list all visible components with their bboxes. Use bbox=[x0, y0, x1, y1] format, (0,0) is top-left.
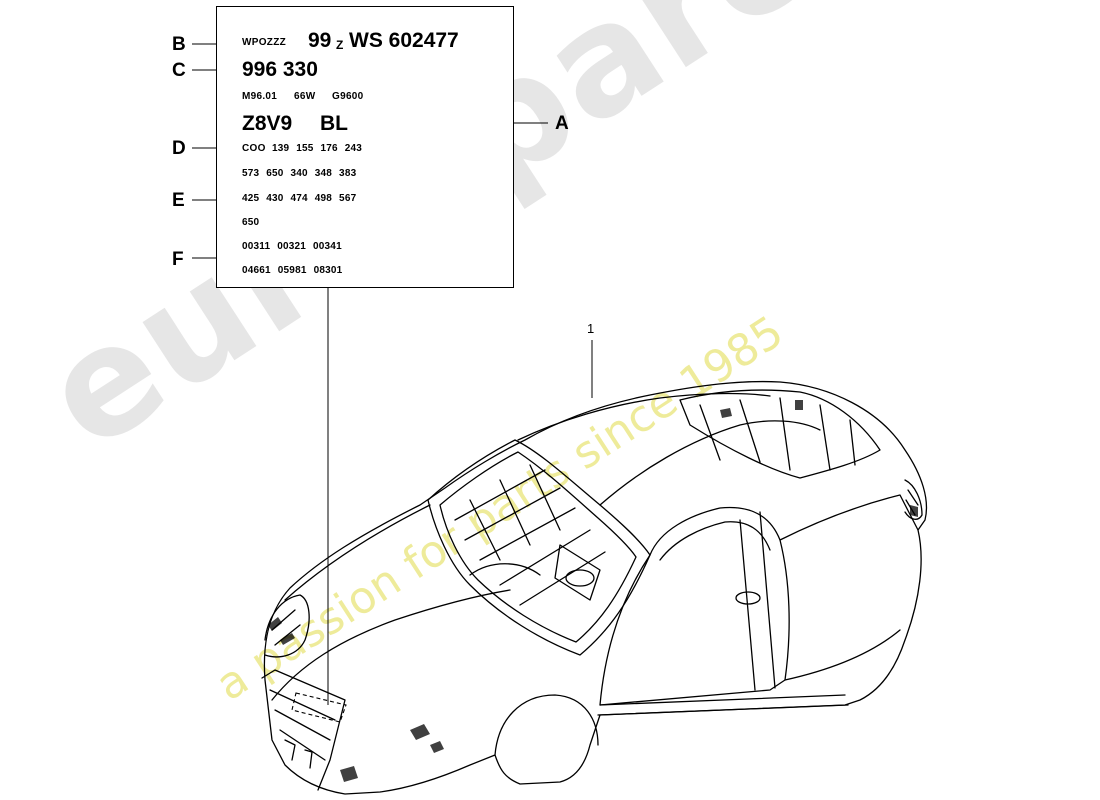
windshield-frame bbox=[427, 439, 651, 656]
gear-code: 66W bbox=[294, 91, 316, 102]
roof-line bbox=[517, 392, 771, 441]
body-outline bbox=[263, 380, 928, 795]
callout-e: E bbox=[172, 190, 185, 211]
engine-code: M96.01 bbox=[242, 91, 278, 102]
options-row-3: 425 430 474 498 567 bbox=[242, 193, 357, 204]
transmission-code: G9600 bbox=[332, 91, 364, 102]
callout-a: A bbox=[555, 113, 569, 134]
door-opening bbox=[599, 506, 790, 706]
vehicle-id-label bbox=[216, 6, 514, 288]
options-row-2: 573 650 340 348 383 bbox=[242, 168, 357, 179]
interior-code: BL bbox=[320, 112, 348, 135]
vin-prefix: WPOZZZ bbox=[242, 37, 287, 48]
country-code: COO bbox=[242, 143, 266, 154]
callout-d: D bbox=[172, 138, 186, 159]
vin-model: 99 bbox=[308, 29, 332, 52]
type-number: 996 330 bbox=[242, 58, 318, 81]
callout-b: B bbox=[172, 34, 186, 55]
extra-row-2: 04661 05981 08301 bbox=[242, 265, 343, 276]
vin-z: Z bbox=[336, 38, 344, 52]
callout-f: F bbox=[172, 249, 184, 270]
front-wheel-arch bbox=[494, 694, 599, 756]
callout-c: C bbox=[172, 60, 186, 81]
extra-row-1: 00311 00321 00341 bbox=[242, 241, 342, 252]
vin-serial: WS 602477 bbox=[349, 29, 459, 52]
callout-part-1: 1 bbox=[587, 321, 595, 336]
options-row-4: 650 bbox=[242, 217, 260, 228]
paint-code: Z8V9 bbox=[242, 112, 293, 135]
options-row-1: 139 155 176 243 bbox=[272, 143, 363, 154]
